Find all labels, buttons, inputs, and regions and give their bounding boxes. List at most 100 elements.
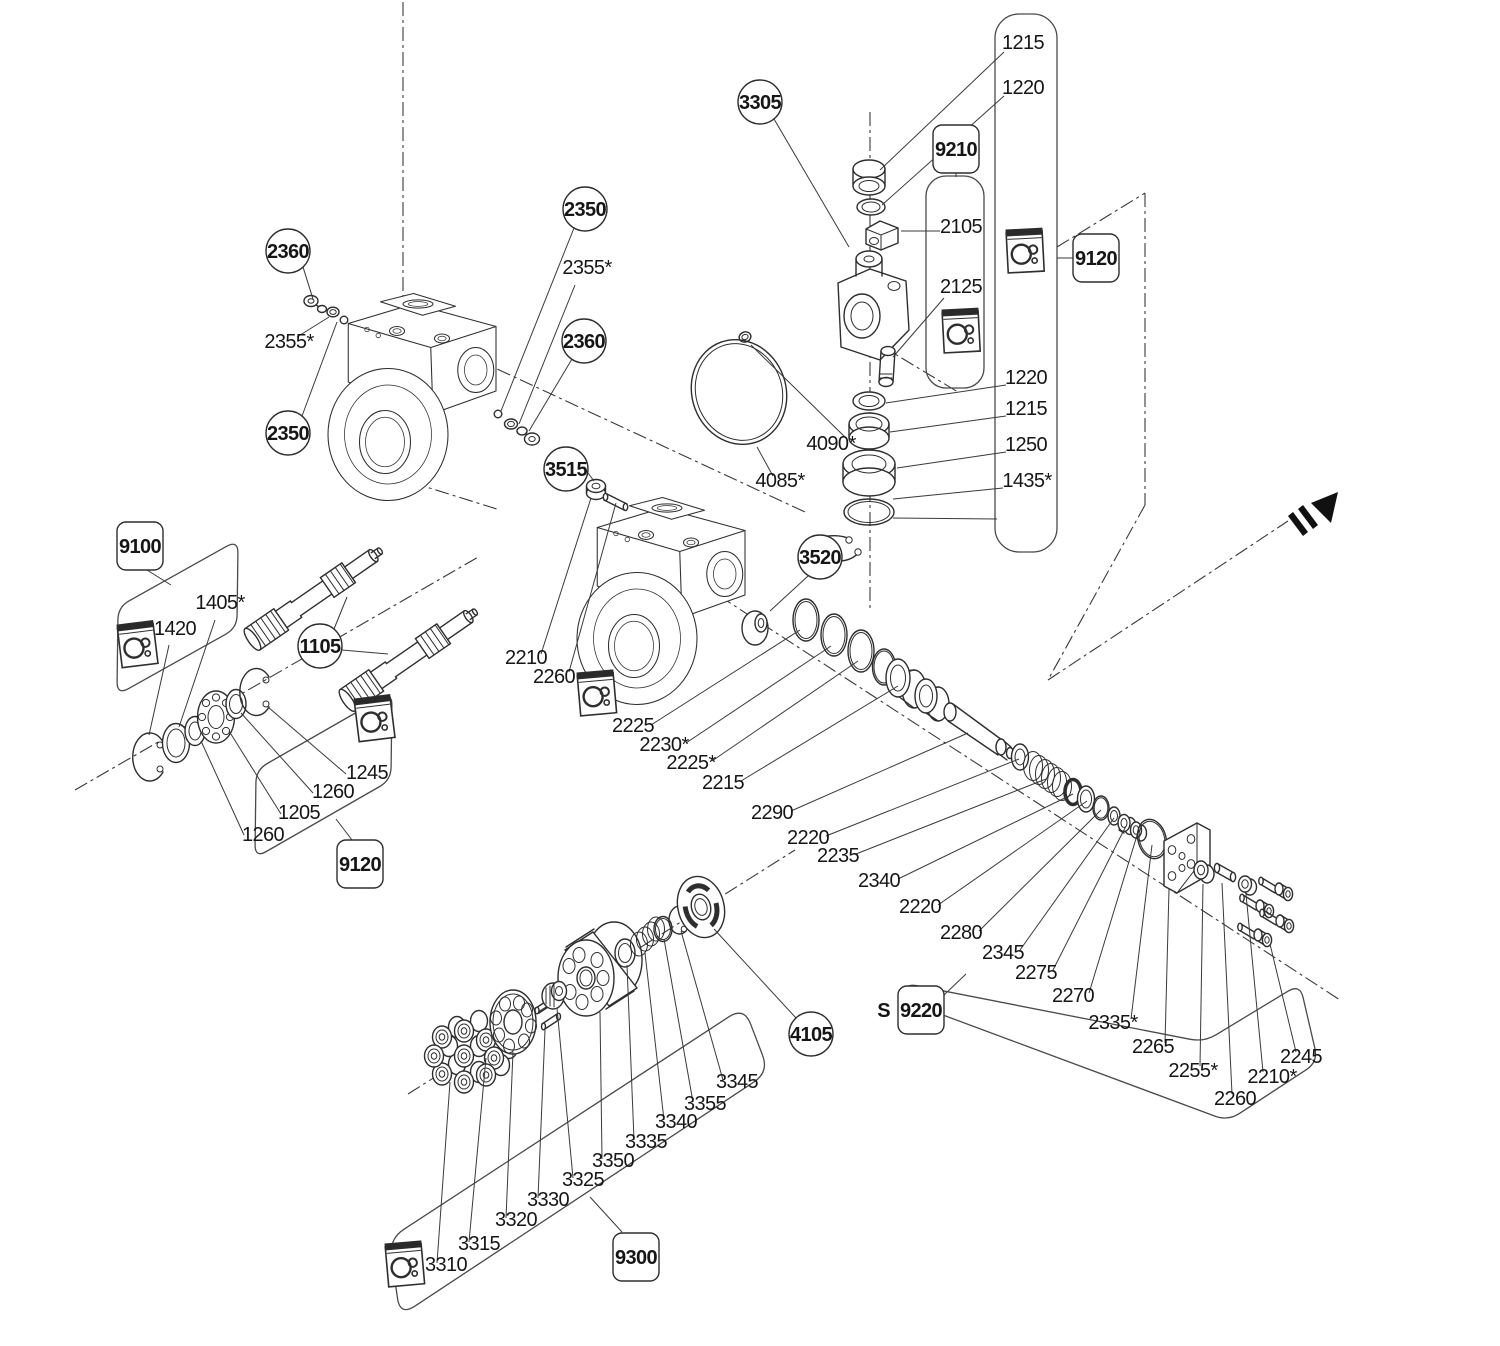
leader-line (178, 619, 216, 728)
piston-2290 (943, 702, 1015, 761)
leader-line (1221, 882, 1233, 1095)
part-label-2290: 2290 (751, 802, 794, 824)
leader-line (528, 358, 573, 432)
part-label-3335: 3335 (625, 1131, 668, 1153)
leader-line (790, 732, 969, 812)
leader-line (296, 316, 330, 338)
leader-line (663, 938, 694, 1103)
callout-circle (797, 534, 843, 580)
group-label-3515: 3515 (545, 459, 588, 481)
kit-label-box (612, 1232, 660, 1282)
leader-line (740, 685, 899, 782)
leader-line (1199, 883, 1204, 1067)
part-label-1250: 1250 (1005, 434, 1048, 456)
nut-2255 (1193, 860, 1215, 884)
part-label-3330: 3330 (527, 1189, 570, 1211)
part-label-2245: 2245 (1280, 1046, 1323, 1068)
leader-line (200, 740, 245, 836)
part-label-1245: 1245 (346, 762, 389, 784)
leader-line (1088, 831, 1139, 994)
leader-line (680, 930, 724, 1081)
leader-lines-layer (146, 51, 1297, 1264)
part-label-3320: 3320 (495, 1209, 538, 1231)
leader-line (773, 118, 850, 248)
kit-label-9100: 9100 (119, 536, 162, 558)
part-label-3315: 3315 (458, 1233, 501, 1255)
centerline (1047, 520, 1289, 681)
seal-kit-icons-layer (115, 226, 1046, 1289)
ring-3355 (655, 918, 671, 940)
kit-label-9210: 9210 (935, 139, 978, 161)
washer-3335 (618, 943, 632, 963)
part-label-2355: 2355* (562, 257, 612, 279)
leader-line (713, 928, 797, 1019)
leader-line (756, 446, 774, 477)
shaft-bearing-set (132, 667, 270, 782)
seal-kit-icon (575, 668, 618, 718)
kit-panel (925, 175, 985, 389)
leader-line (650, 629, 801, 726)
circlip-1420 (132, 732, 164, 782)
part-label-2105: 2105 (940, 216, 983, 238)
screws-2245 (1237, 876, 1295, 948)
part-label-1260: 1260 (312, 781, 355, 803)
end-cover-group (1163, 822, 1295, 948)
part-label-1205: 1205 (278, 802, 321, 824)
spring-3340 (630, 916, 665, 957)
centerline (697, 581, 1341, 1001)
part-label-3325: 3325 (562, 1169, 605, 1191)
centerline (74, 555, 481, 791)
leader-line (750, 344, 848, 440)
part-label-2280: 2280 (940, 922, 983, 944)
part-label-2215: 2215 (702, 772, 745, 794)
leader-line (599, 1011, 603, 1160)
leader-line (587, 472, 595, 482)
leader-line (1269, 943, 1297, 1053)
part-label-1405: 1405* (195, 592, 245, 614)
part-label-2220: 2220 (899, 896, 942, 918)
oring-large-4085 (690, 338, 788, 446)
kit-label-9120: 9120 (1075, 248, 1118, 270)
kit-panel (116, 543, 239, 692)
group-label-3520: 3520 (799, 547, 842, 569)
part-label-3355: 3355 (684, 1093, 727, 1115)
leader-line (896, 451, 1007, 469)
group-label-2360: 2360 (563, 331, 606, 353)
centerline (879, 344, 959, 393)
leader-line (889, 415, 1007, 433)
artwork-layer (132, 159, 1338, 1094)
part-label-2340: 2340 (858, 870, 901, 892)
leader-line (879, 51, 1005, 171)
servo-screw-2125 (878, 345, 896, 388)
leader-line (505, 1051, 514, 1219)
leader-line (685, 645, 832, 744)
square-nut-2105 (865, 220, 899, 251)
kit-label-box (1072, 233, 1120, 283)
sleeve-2215 (885, 658, 927, 709)
part-label-2125: 2125 (940, 276, 983, 298)
leader-line (301, 321, 338, 417)
rotary-group (423, 875, 726, 1094)
part-label-2275: 2275 (1015, 962, 1058, 984)
callout-circle (561, 318, 607, 364)
leader-line (769, 575, 809, 612)
seal-kit-icon (383, 1239, 426, 1289)
leader-line (937, 800, 1088, 906)
centerline (1047, 504, 1146, 681)
leader-line (540, 497, 592, 655)
part-label-4085: 4085* (755, 470, 805, 492)
leader-line (537, 1029, 546, 1199)
part-label-1220: 1220 (1005, 367, 1048, 389)
housing-fasteners (303, 294, 629, 512)
part-label-2265: 2265 (1132, 1036, 1175, 1058)
piston-heads (423, 1019, 505, 1094)
leader-line (228, 730, 282, 815)
leader-line (711, 660, 859, 762)
kit-label-prefix: S (877, 1000, 890, 1022)
part-label-2260: 2260 (533, 666, 576, 688)
leader-line (267, 706, 347, 775)
leader-line (436, 1081, 451, 1264)
callout-circle (265, 228, 311, 274)
leader-line (825, 758, 1020, 837)
